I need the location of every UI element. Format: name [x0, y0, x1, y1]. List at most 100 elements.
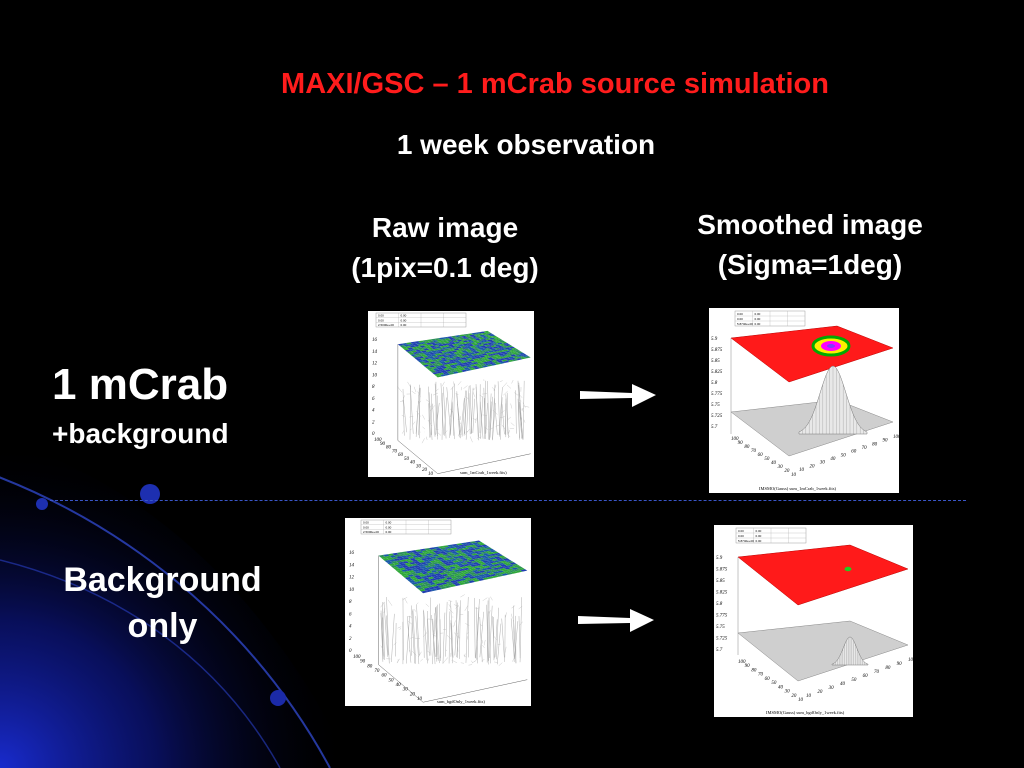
arrow-right-icon: [578, 609, 654, 632]
row-label-source: 1 mCrab: [52, 360, 229, 409]
z-tick-label: 5.85: [711, 359, 720, 364]
z-tick-label: 5.825: [716, 591, 728, 596]
y-tick-label: 90: [883, 439, 889, 444]
stats-value: 0.00: [401, 318, 407, 322]
stats-value: 0.00: [737, 312, 743, 316]
x-tick-label: 70: [758, 673, 764, 678]
z-tick-label: 5.875: [711, 348, 723, 353]
z-tick-label: 10: [349, 588, 355, 593]
noise-surface: [397, 330, 531, 474]
y-tick-label: 70: [874, 670, 880, 675]
x-tick-label: 40: [771, 461, 777, 466]
z-tick-label: 5.825: [711, 370, 723, 375]
plot-caption: IMSMO(Gauss) sum_1mCrab_1week.fits): [759, 486, 836, 491]
plot-caption: IMSMO(Gauss) sum_bgdOnly_1week.fits): [766, 710, 845, 715]
column-header-raw-line2: (1pix=0.1 deg): [351, 252, 539, 283]
plot-caption: sum_1mCrab_1week.fits): [460, 470, 507, 475]
z-tick-label: 10: [372, 373, 378, 378]
x-tick-label: 60: [765, 677, 771, 682]
x-tick-label: 60: [758, 453, 764, 458]
z-tick-label: 12: [372, 362, 378, 367]
noise-surface: [378, 540, 528, 703]
x-tick-label: 100: [731, 437, 739, 442]
x-tick-label: 80: [367, 664, 373, 669]
stats-value: 0.00: [401, 314, 407, 318]
z-tick-label: 5.725: [716, 637, 728, 642]
stats-value: 0.00: [386, 530, 392, 534]
x-tick-label: 100: [374, 438, 382, 443]
x-tick-label: 10: [417, 697, 423, 702]
z-tick-label: 5.875: [716, 568, 728, 573]
y-tick-label: 30: [829, 686, 835, 691]
z-tick-label: 16: [372, 338, 378, 343]
stats-value: 0.00: [738, 534, 744, 538]
stats-value: 0.00: [737, 317, 743, 321]
stats-value: 2.5000e+00: [363, 530, 379, 534]
z-tick-label: 5.8: [711, 381, 718, 386]
z-tick-label: 14: [372, 350, 378, 355]
stats-value: 0.00: [363, 521, 369, 525]
z-tick-label: 4: [349, 625, 352, 630]
peak-wireframe: [831, 636, 869, 666]
y-tick-label: 40: [840, 682, 846, 687]
x-tick-label: 20: [410, 692, 416, 697]
y-tick-label: 50: [841, 453, 847, 458]
x-tick-label: 30: [785, 690, 791, 695]
x-tick-label: 60: [381, 674, 387, 679]
arrow-right-icon: [580, 384, 656, 407]
z-tick-label: 5.75: [711, 403, 720, 408]
z-tick-label: 2: [372, 420, 375, 425]
z-tick-label: 0: [372, 432, 375, 437]
stats-value: 0.00: [755, 322, 761, 326]
stats-value: 0.00: [378, 318, 384, 322]
row-label-background: Background only: [40, 557, 285, 649]
x-tick-label: 80: [751, 668, 757, 673]
z-tick-label: 14: [349, 563, 355, 568]
x-tick-label: 90: [738, 441, 744, 446]
stats-value: 0.00: [755, 317, 761, 321]
y-tick-label: 10: [806, 694, 812, 699]
stats-value: 0.00: [401, 323, 407, 327]
x-tick-label: 30: [403, 688, 409, 693]
x-tick-label: 50: [389, 678, 395, 683]
z-tick-label: 4: [372, 409, 375, 414]
stats-value: 0.00: [386, 525, 392, 529]
slide-title: MAXI/GSC – 1 mCrab source simulation: [281, 68, 829, 100]
row-divider: [50, 500, 966, 501]
y-tick-label: 40: [830, 457, 836, 462]
x-tick-label: 70: [751, 449, 757, 454]
x-tick-label: 80: [744, 445, 750, 450]
x-tick-label: 100: [353, 655, 361, 660]
x-tick-label: 40: [410, 461, 416, 466]
stats-value: 0.00: [756, 539, 762, 543]
z-tick-label: 8: [349, 600, 352, 605]
y-tick-label: 10: [799, 468, 805, 473]
x-tick-label: 70: [392, 449, 398, 454]
y-tick-label: 20: [809, 464, 815, 469]
x-tick-label: 80: [386, 446, 392, 451]
x-tick-label: 70: [374, 669, 380, 674]
x-tick-label: 100: [738, 660, 746, 665]
x-tick-label: 90: [360, 660, 366, 665]
z-tick-label: 8: [372, 385, 375, 390]
y-tick-label: 60: [863, 674, 869, 679]
x-tick-label: 30: [778, 465, 784, 470]
x-tick-label: 50: [771, 681, 777, 686]
slide-subtitle: 1 week observation: [396, 129, 656, 160]
stats-value: 2.5000e+00: [378, 323, 394, 327]
peak-wireframe: [798, 365, 868, 435]
z-tick-label: 16: [349, 551, 355, 556]
stats-value: 0.00: [738, 529, 744, 533]
stats-value: 0.00: [386, 521, 392, 525]
z-tick-label: 5.9: [711, 337, 718, 342]
stats-value: 0.00: [756, 534, 762, 538]
x-tick-label: 40: [778, 685, 784, 690]
z-tick-label: 5.7: [711, 425, 718, 430]
